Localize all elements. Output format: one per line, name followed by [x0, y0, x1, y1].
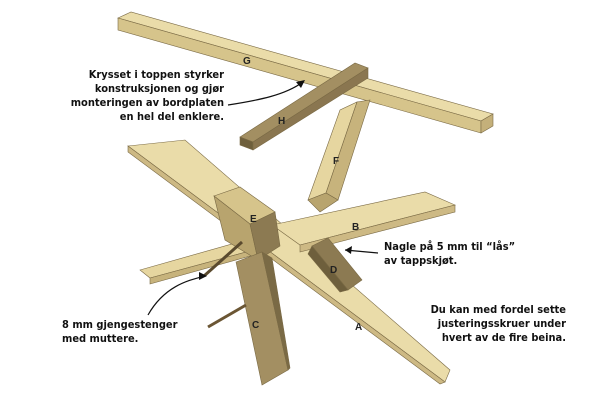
label-b: B: [352, 222, 359, 233]
part-b: [271, 191, 456, 253]
note-top-cross: Krysset i toppen styrker konstruksjonen …: [70, 68, 224, 123]
threaded-rod: [207, 303, 247, 329]
part-a: [127, 139, 451, 385]
part-f: [307, 99, 371, 213]
label-h: H: [278, 116, 285, 127]
label-d: D: [330, 265, 337, 276]
label-c: C: [252, 320, 259, 331]
note-rods: 8 mm gjengestenger med muttere.: [62, 318, 178, 345]
part-c: [235, 251, 291, 386]
label-f: F: [333, 156, 339, 167]
note-dowel: Nagle på 5 mm til “lås” av tappskjøt.: [384, 240, 516, 267]
part-h: [239, 62, 369, 151]
label-a: A: [355, 322, 362, 333]
part-d: [307, 237, 363, 293]
part-e: [213, 186, 281, 261]
threaded-rod: [202, 240, 244, 278]
note-feet: Du kan med fordel sette justeringsskruer…: [430, 303, 566, 344]
part-g: [117, 11, 494, 134]
label-g: G: [243, 56, 251, 67]
label-e: E: [250, 214, 257, 225]
